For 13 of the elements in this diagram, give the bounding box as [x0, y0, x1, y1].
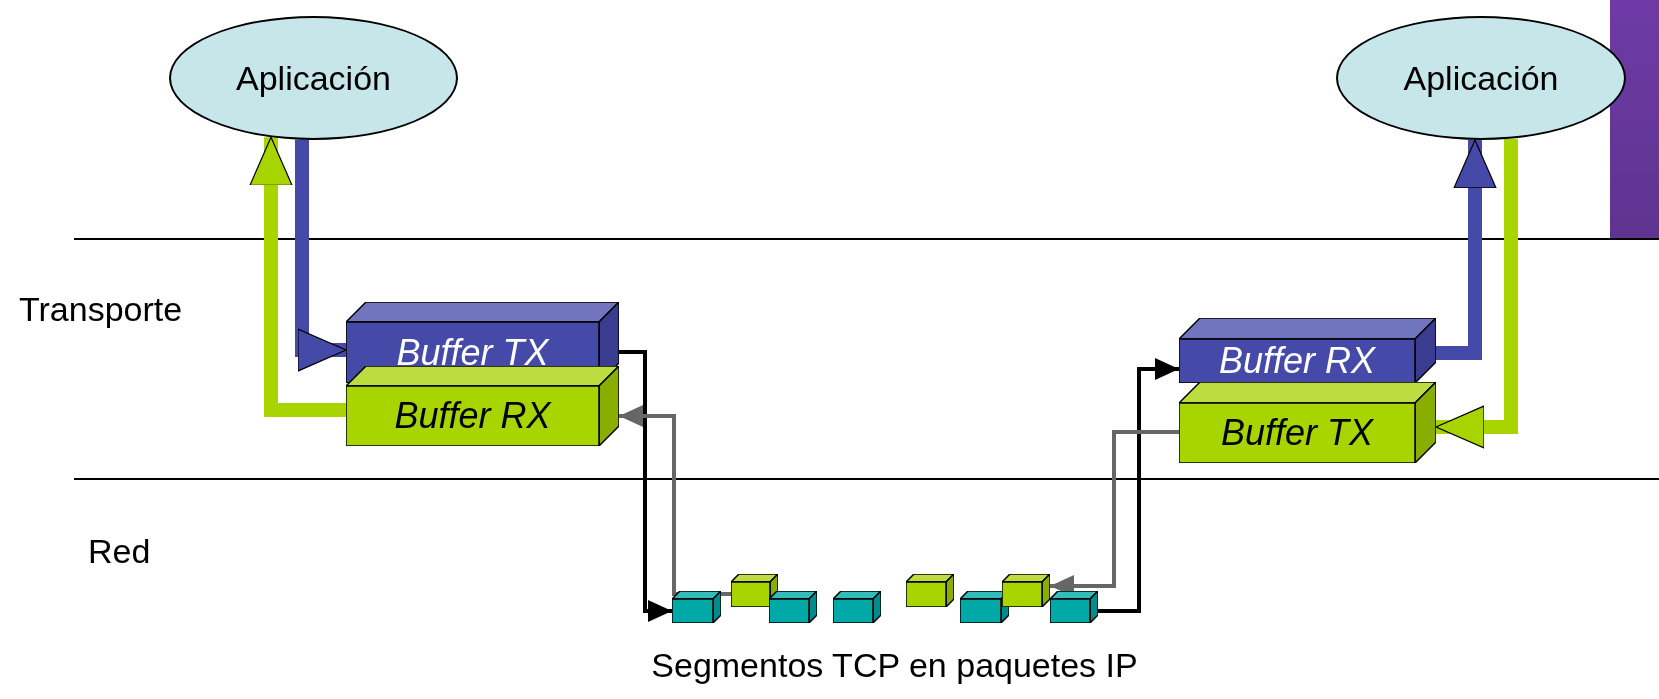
buffer-label: Buffer TX — [1220, 415, 1374, 451]
buffer-label: Buffer RX — [1218, 343, 1376, 379]
block-arrow — [1436, 139, 1497, 360]
layer-label: Red — [88, 531, 151, 572]
buffer-label: Buffer TX — [396, 334, 549, 371]
node-label: Aplicación — [1403, 61, 1559, 95]
block-arrow — [295, 139, 347, 372]
caption: Segmentos TCP en paquetes IP — [651, 648, 1138, 682]
buffer-label: Buffer RX — [394, 398, 551, 434]
arrow — [619, 350, 672, 622]
arrow — [1098, 358, 1179, 613]
layer-label: Transporte — [19, 289, 183, 330]
node-label: Aplicación — [236, 61, 391, 95]
